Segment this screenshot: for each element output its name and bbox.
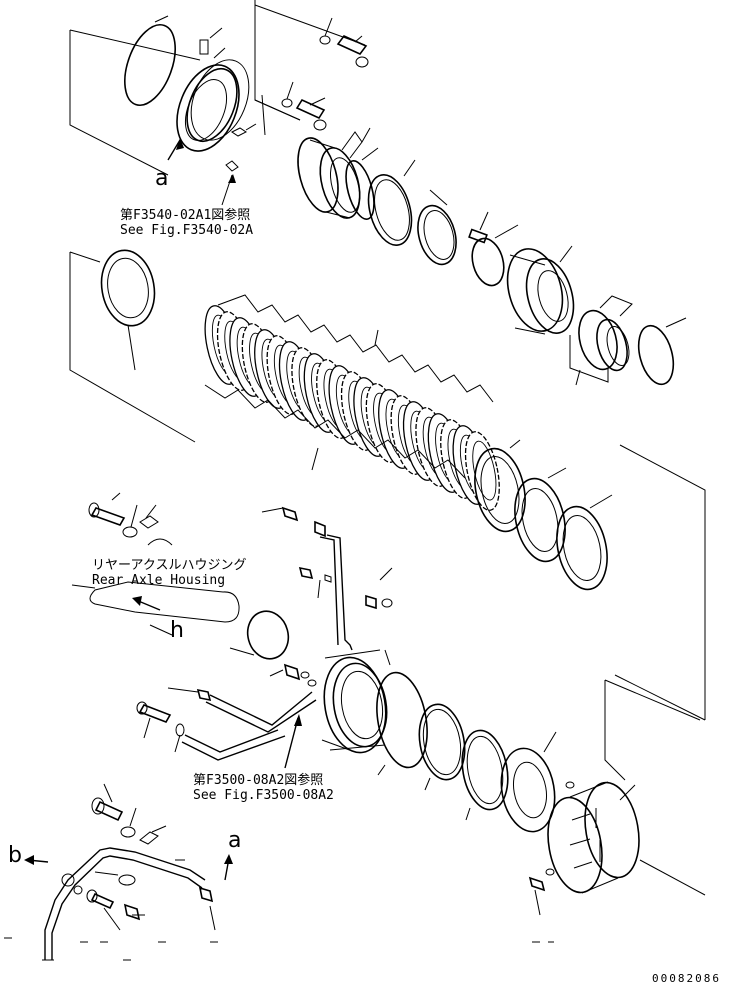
clutch-piston-housing <box>297 127 371 219</box>
stack-callout-upper <box>217 294 494 403</box>
marker-a-bottom: a <box>228 828 242 853</box>
reference-note-top-en: See Fig.F3540-02A <box>120 223 254 238</box>
bolt-lower-left <box>136 701 185 753</box>
lube-tube-lower <box>209 691 313 726</box>
arrow-b <box>24 855 49 865</box>
bracket-frame-top-left <box>69 30 169 176</box>
rear-axle-housing-label: リヤーアクスルハウジング Rear Axle Housing <box>92 558 246 588</box>
bearing-assembly <box>569 295 633 386</box>
end-plate-3 <box>556 494 613 591</box>
washer-bolt-lower <box>281 81 327 131</box>
piston-ring-assembly <box>176 27 250 152</box>
brake-housing <box>321 649 391 754</box>
marker-b: b <box>8 843 22 868</box>
end-plate-1 <box>474 439 526 533</box>
piston-seal-3 <box>461 729 509 821</box>
plug-fittings <box>261 506 393 610</box>
reference-note-top: 第F3540-02A1図参照 See Fig.F3540-02A <box>120 208 254 238</box>
clutch-disc-stack <box>204 305 500 511</box>
end-plate-2 <box>514 467 567 563</box>
reference-note-lower-jp: 第F3500-08A2図参照 <box>193 773 324 788</box>
rear-axle-housing-label-en: Rear Axle Housing <box>92 573 226 588</box>
reference-note-top-jp: 第F3540-02A1図参照 <box>120 208 251 223</box>
piston-seal-1 <box>376 671 428 776</box>
ref-arrow-top <box>221 160 239 206</box>
rear-axle-housing-label-jp: リヤーアクスルハウジング <box>92 558 247 573</box>
arrow-a-top <box>167 138 184 161</box>
stack-callout-lower <box>204 384 466 479</box>
bracket-frame-middle-left <box>69 252 196 443</box>
drain-pipe <box>44 847 206 960</box>
fitting-stack <box>167 663 317 702</box>
separate-gear-plate <box>100 249 156 371</box>
o-ring-set-1 <box>345 147 379 220</box>
o-ring-housing <box>229 610 290 660</box>
bolt-washer-group-left <box>88 492 173 546</box>
piston-seal-2 <box>418 703 466 791</box>
bottom-bolt-group <box>86 783 167 931</box>
reference-note-lower: 第F3500-08A2図参照 See Fig.F3500-08A2 <box>193 773 334 803</box>
pipe-clamp <box>61 873 216 931</box>
small-spring-clip <box>231 123 257 137</box>
document-number: 00082086 <box>652 972 721 985</box>
washer-bolt-upper <box>319 17 369 68</box>
seal-ring-1 <box>367 159 416 246</box>
lube-tube <box>326 534 353 651</box>
arrow-h <box>132 596 161 611</box>
brake-cage <box>547 679 706 896</box>
bracket-frame-middle-right <box>619 444 706 720</box>
reference-note-lower-en: See Fig.F3500-08A2 <box>193 788 334 803</box>
o-ring-top <box>124 15 176 106</box>
gear-ring-1 <box>417 189 457 266</box>
arrow-a-bottom <box>224 854 233 881</box>
rear-axle-housing-sketch <box>71 581 240 636</box>
small-bolt-cage <box>528 868 555 916</box>
o-ring-2 <box>471 224 519 287</box>
marker-a-top: a <box>155 166 169 191</box>
marker-h: h <box>170 618 184 643</box>
brake-piston <box>500 731 557 833</box>
ref-arrow-lower <box>284 714 302 769</box>
clutch-hub-gear <box>506 245 575 335</box>
o-ring-3 <box>637 317 687 386</box>
